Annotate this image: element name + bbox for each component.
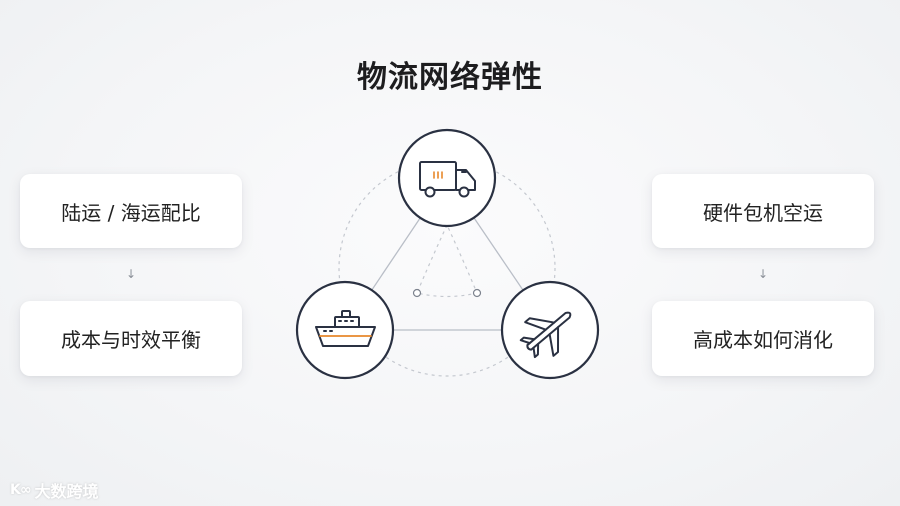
hub-dot-right bbox=[472, 288, 482, 298]
truck-icon bbox=[419, 161, 476, 198]
watermark-text: 大数跨境 bbox=[34, 482, 99, 501]
watermark-logo: K∞ bbox=[10, 482, 31, 498]
card-high-cost-absorption: 高成本如何消化 bbox=[652, 301, 874, 376]
outer-dashed-ring bbox=[338, 159, 556, 377]
card-label: 硬件包机空运 bbox=[703, 200, 823, 225]
ship-icon bbox=[315, 310, 376, 347]
card-land-sea-ratio: 陆运 / 海运配比 bbox=[20, 174, 242, 248]
ship-node bbox=[295, 280, 395, 380]
card-label: 陆运 / 海运配比 bbox=[61, 200, 201, 225]
truck-node bbox=[397, 128, 497, 228]
page-title: 物流网络弹性 bbox=[357, 60, 543, 95]
card-label: 高成本如何消化 bbox=[693, 328, 833, 352]
watermark: K∞ 大数跨境 bbox=[10, 478, 99, 502]
inner-dashed-curve bbox=[416, 223, 478, 298]
airplane-icon bbox=[519, 311, 572, 359]
card-hardware-charter-air: 硬件包机空运 bbox=[652, 174, 874, 248]
card-label: 成本与时效平衡 bbox=[61, 328, 201, 352]
airplane-node bbox=[500, 280, 600, 380]
card-cost-time-balance: 成本与时效平衡 bbox=[20, 301, 242, 376]
arrow-down-icon: ↓ bbox=[757, 267, 769, 281]
arrow-down-icon: ↓ bbox=[125, 267, 137, 281]
hub-dot-left bbox=[412, 288, 422, 298]
